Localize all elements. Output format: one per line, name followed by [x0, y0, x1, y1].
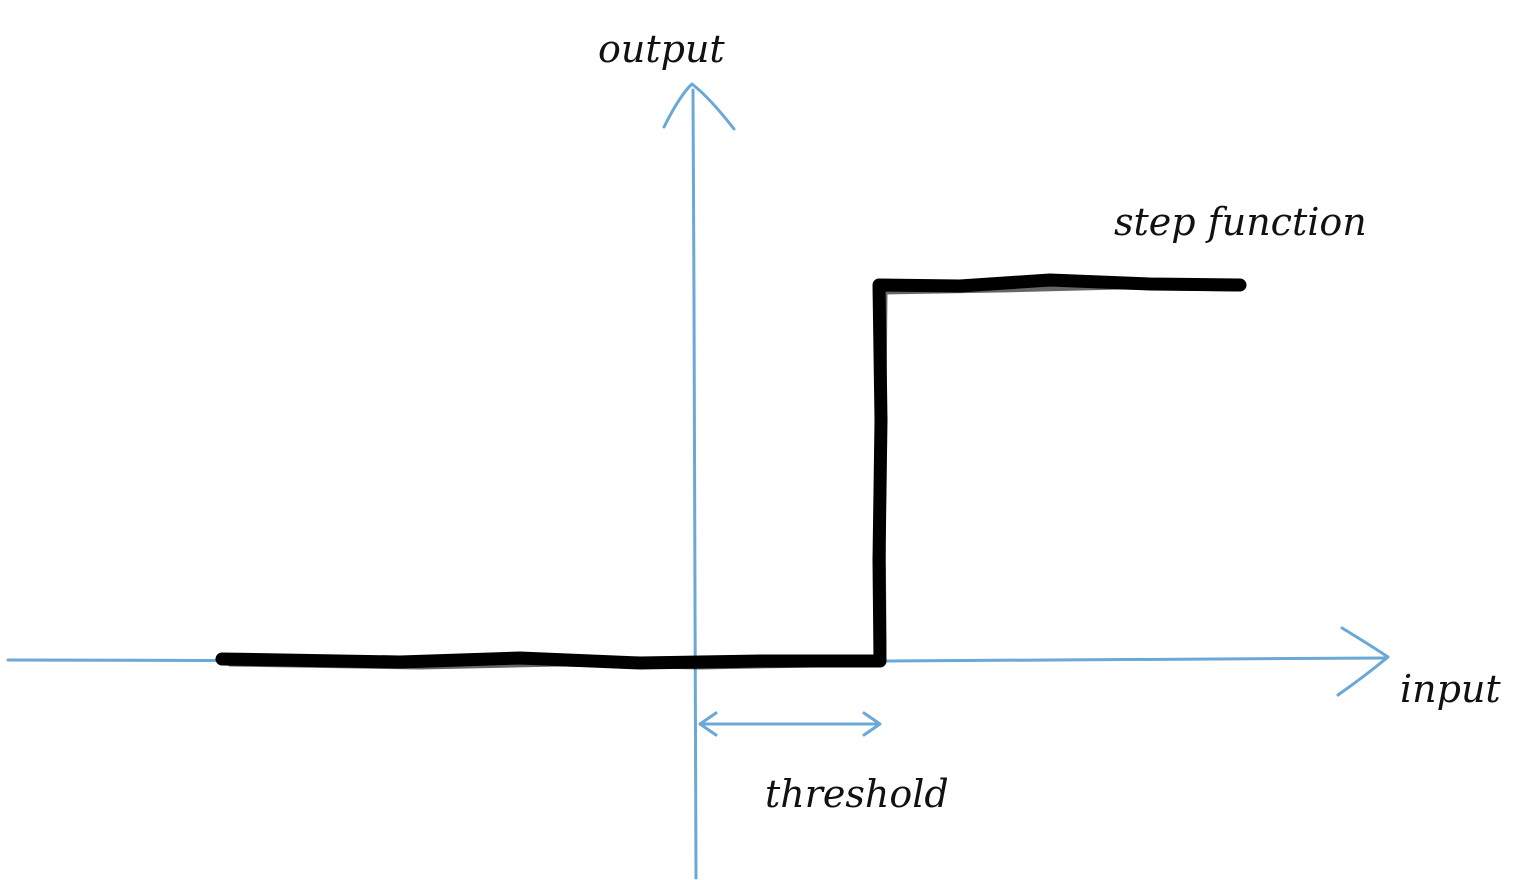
- threshold-right-arrowhead-icon: [862, 711, 882, 737]
- input-axis-arrowhead-icon: [1336, 626, 1390, 697]
- output-axis-arrowhead-icon: [662, 82, 736, 131]
- input-axis-label: input: [1400, 667, 1501, 711]
- step-function-curve-texture: [227, 284, 1238, 670]
- step-function-curve: [215, 273, 1247, 670]
- threshold-label: threshold: [765, 772, 949, 816]
- threshold-left-arrowhead-icon: [698, 711, 718, 737]
- output-axis-label: output: [598, 27, 725, 71]
- output-axis-line: [691, 88, 698, 880]
- step-function-label: step function: [1114, 200, 1367, 244]
